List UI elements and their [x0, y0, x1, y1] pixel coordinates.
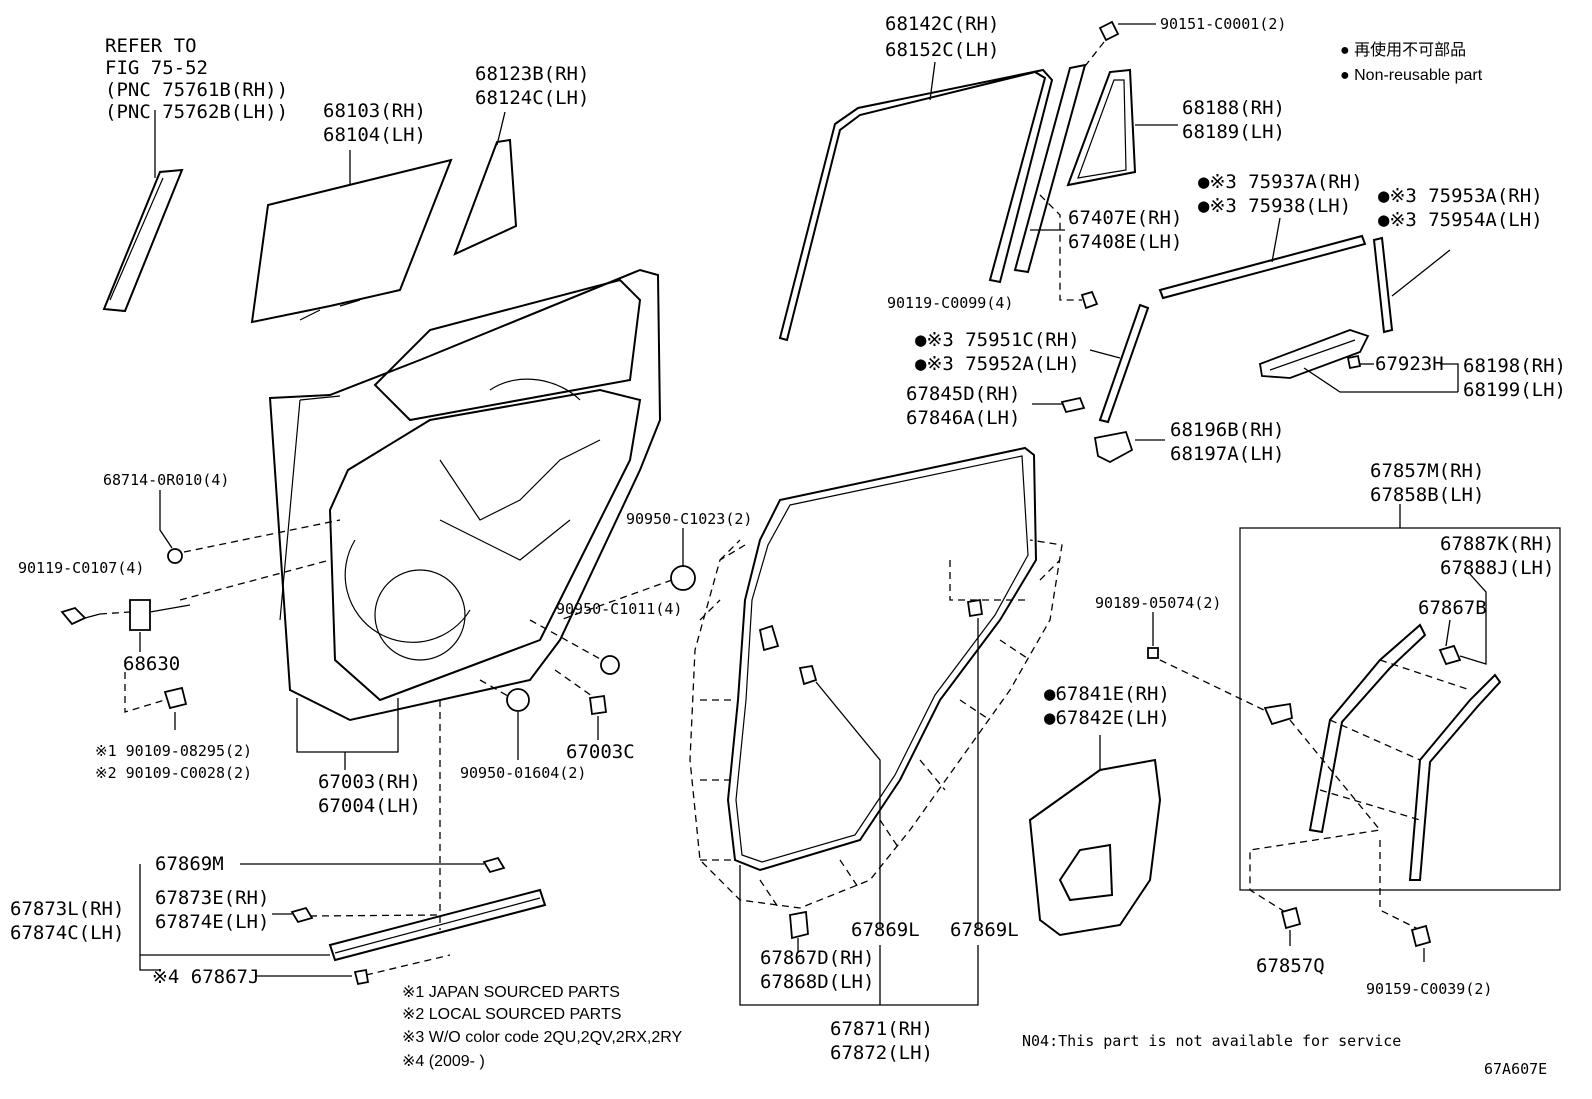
label-67408: 67408E(LH) — [1068, 231, 1182, 253]
note-3: ※3 W/O color code 2QU,2QV,2RX,2RY — [402, 1029, 683, 1046]
refer-line-4: (PNC 75762B(LH)) — [105, 101, 288, 123]
legend-dot-2: ● — [1340, 67, 1350, 84]
label-67888: 67888J(LH) — [1440, 557, 1554, 579]
label-67873l: 67873L(RH) — [10, 898, 124, 920]
label-90950-01604: 90950-01604(2) — [460, 764, 586, 782]
n04-note: N04:This part is not available for servi… — [1022, 1032, 1401, 1050]
label-75952: ●※3 75952A(LH) — [915, 353, 1080, 375]
label-67869m: 67869M — [155, 853, 224, 875]
label-67407: 67407E(RH) — [1068, 207, 1182, 229]
label-90151: 90151-C0001(2) — [1160, 15, 1286, 33]
refer-line-1: REFER TO — [105, 35, 197, 57]
label-75954: ●※3 75954A(LH) — [1378, 209, 1543, 231]
refer-line-3: (PNC 75761B(RH)) — [105, 79, 288, 101]
label-67846: 67846A(LH) — [906, 407, 1020, 429]
label-67857: 67857M(RH) — [1370, 460, 1484, 482]
label-68198: 68198(RH) — [1463, 355, 1566, 377]
label-90950-c1023: 90950-C1023(2) — [626, 510, 752, 528]
label-68196: 68196B(RH) — [1170, 419, 1284, 441]
label-68103: 68103(RH) — [323, 100, 426, 122]
refer-line-2: FIG 75-52 — [105, 57, 208, 79]
label-67869l-1: 67869L — [851, 919, 920, 941]
label-68152: 68152C(LH) — [885, 39, 999, 61]
drawing-layer — [60, 20, 1561, 1006]
label-90119-c0107: 90119-C0107(4) — [18, 559, 144, 577]
legend-en-text: Non-reusable part — [1354, 67, 1483, 84]
label-68714: 68714-0R010(4) — [103, 471, 229, 489]
label-68197: 68197A(LH) — [1170, 443, 1284, 465]
label-67857q: 67857Q — [1256, 955, 1325, 977]
legend-jp-text: 再使用不可部品 — [1354, 41, 1466, 59]
label-67874e: 67874E(LH) — [155, 911, 269, 933]
legend-dot-1: ● — [1340, 42, 1350, 59]
label-68124: 68124C(LH) — [475, 87, 589, 109]
figure-id: 67A607E — [1484, 1060, 1547, 1078]
label-67871: 67871(RH) — [830, 1018, 933, 1040]
label-90159: 90159-C0039(2) — [1366, 980, 1492, 998]
label-67858: 67858B(LH) — [1370, 484, 1484, 506]
label-67004: 67004(LH) — [318, 795, 421, 817]
label-67874c: 67874C(LH) — [10, 922, 124, 944]
label-67868d: 67868D(LH) — [760, 971, 874, 993]
note-2: ※2 LOCAL SOURCED PARTS — [402, 1006, 621, 1023]
label-67867b: 67867B — [1418, 597, 1487, 619]
label-75951: ●※3 75951C(RH) — [915, 329, 1080, 351]
label-67003c: 67003C — [566, 741, 635, 763]
label-67867j: ※4 67867J — [152, 966, 259, 988]
label-67845: 67845D(RH) — [906, 383, 1020, 405]
label-90950-c1011: 90950-C1011(4) — [556, 600, 682, 618]
label-layer: REFER TO FIG 75-52 (PNC 75761B(RH)) (PNC… — [10, 13, 1566, 1078]
label-90119-c0099: 90119-C0099(4) — [887, 294, 1013, 312]
label-90109-08295: ※1 90109-08295(2) — [95, 742, 252, 760]
label-90189: 90189-05074(2) — [1095, 594, 1221, 612]
label-68123: 68123B(RH) — [475, 63, 589, 85]
label-67873e: 67873E(RH) — [155, 887, 269, 909]
note-4: ※4 (2009- ) — [402, 1053, 485, 1070]
label-68189: 68189(LH) — [1182, 121, 1285, 143]
label-67003: 67003(RH) — [318, 771, 421, 793]
label-67867d: 67867D(RH) — [760, 947, 874, 969]
label-67869l-2: 67869L — [950, 919, 1019, 941]
label-68104: 68104(LH) — [323, 124, 426, 146]
legend-en: ● Non-reusable part — [1340, 67, 1483, 84]
label-68199: 68199(LH) — [1463, 379, 1566, 401]
legend-jp: ● 再使用不可部品 — [1340, 41, 1466, 59]
label-67887: 67887K(RH) — [1440, 533, 1554, 555]
label-67923: 67923H — [1375, 353, 1444, 375]
label-68142: 68142C(RH) — [885, 13, 999, 35]
label-75937: ●※3 75937A(RH) — [1198, 171, 1363, 193]
label-67841: ●67841E(RH) — [1044, 683, 1170, 705]
label-67872: 67872(LH) — [830, 1042, 933, 1064]
label-90109-c0028: ※2 90109-C0028(2) — [95, 764, 252, 782]
label-75953: ●※3 75953A(RH) — [1378, 185, 1543, 207]
label-68188: 68188(RH) — [1182, 97, 1285, 119]
label-68630: 68630 — [123, 653, 180, 675]
note-1: ※1 JAPAN SOURCED PARTS — [402, 984, 620, 1001]
label-67842: ●67842E(LH) — [1044, 707, 1170, 729]
label-75938: ●※3 75938(LH) — [1198, 195, 1351, 217]
